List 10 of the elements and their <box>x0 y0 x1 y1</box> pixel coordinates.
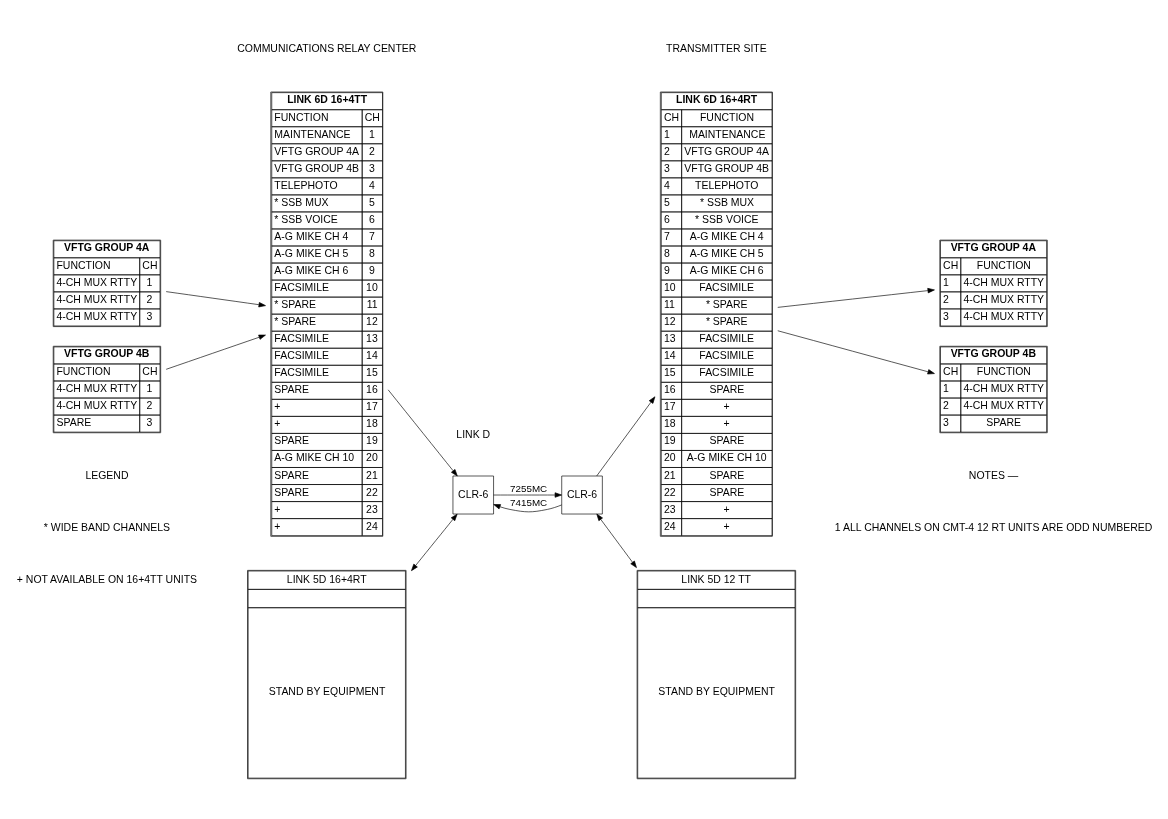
label: LEGEND <box>85 469 129 481</box>
edge-label: 7255MC <box>510 482 548 494</box>
legend-label: + NOT AVAILABLE ON 16+4TT UNITS <box>16 574 198 586</box>
label: NOTES — <box>968 469 1019 481</box>
label: COMMUNICATIONS RELAY CENTER <box>237 42 417 54</box>
legend-label: * WIDE BAND CHANNELS <box>43 521 171 533</box>
label: 1 ALL CHANNELS ON CMT-4 12 RT UNITS ARE ODD NUMBERED <box>834 521 1153 533</box>
label: LINK D <box>456 428 491 440</box>
label: TRANSMITTER SITE <box>666 42 767 54</box>
edge-label: 7415MC <box>510 497 548 509</box>
